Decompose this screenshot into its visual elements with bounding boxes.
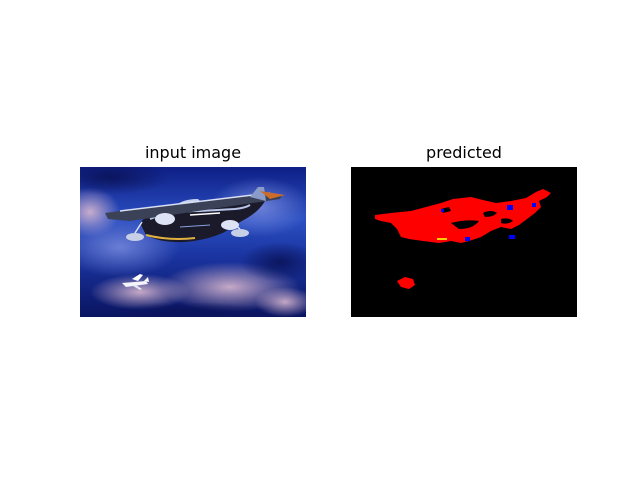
input-image-title: input image [144, 143, 242, 162]
mask-region-main [375, 189, 551, 243]
mask-region-small [397, 277, 415, 289]
predicted-mask [351, 167, 577, 317]
input-photo [80, 167, 306, 317]
small-aircraft [122, 274, 149, 290]
predicted-title: predicted [426, 143, 502, 162]
main-seaplane [105, 187, 285, 243]
input-image-panel [80, 167, 306, 317]
predicted-mask-panel [351, 167, 577, 317]
